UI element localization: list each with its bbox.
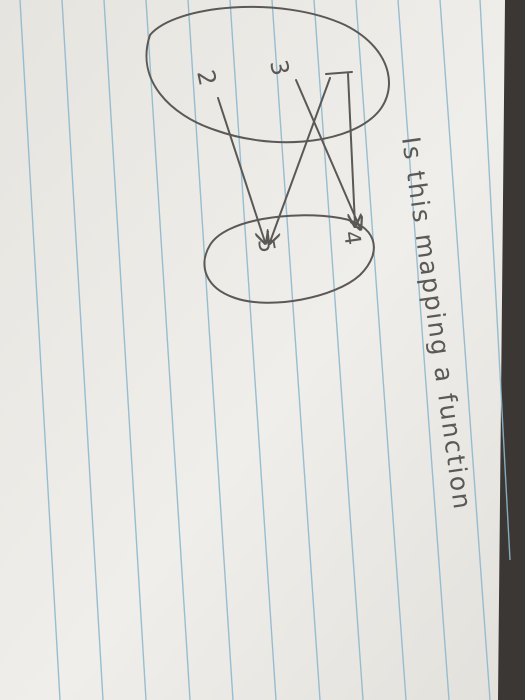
arrow-2-to-5 xyxy=(217,97,265,242)
paper-edge-shadow xyxy=(498,0,525,700)
domain-oval xyxy=(145,5,390,144)
arrow-1-to-4-stem xyxy=(347,73,355,225)
domain-label-3: 3 xyxy=(264,57,295,78)
ruled-lines xyxy=(19,0,511,700)
codomain-label-4: 4 xyxy=(338,229,365,246)
codomain-oval xyxy=(203,214,375,304)
arrow-3-to-4 xyxy=(295,79,360,228)
mapping-arrows xyxy=(217,71,360,242)
codomain-label-5: 5 xyxy=(252,237,279,255)
arrow-1-to-5 xyxy=(270,77,331,242)
domain-label-2: 2 xyxy=(191,67,222,88)
top-bar-1 xyxy=(325,71,353,75)
